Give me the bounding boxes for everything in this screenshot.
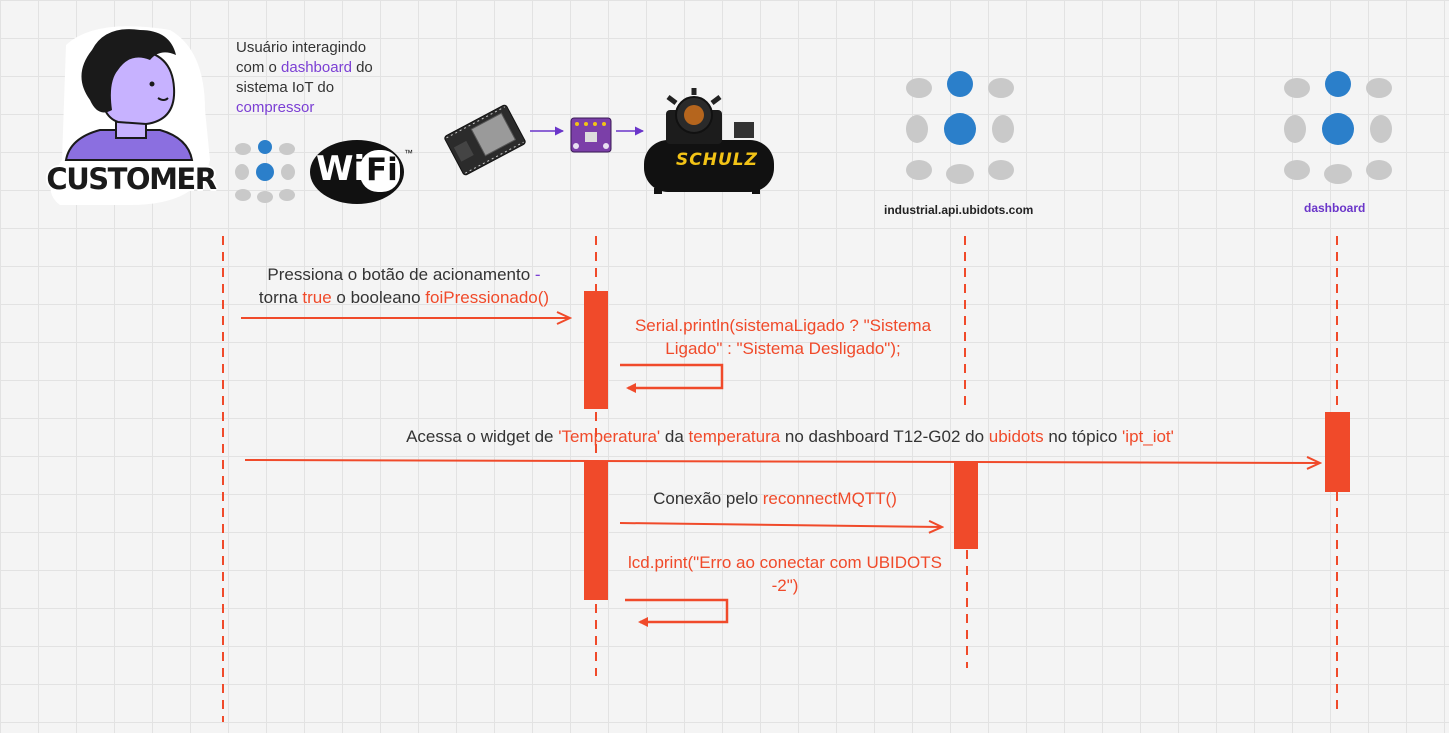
message-4-label: Conexão pelo reconnectMQTT() — [653, 489, 897, 508]
esp32-board-icon — [444, 104, 526, 176]
customer-caption: Usuário interagindo com o dashboard do s… — [236, 38, 373, 118]
arrow-self-message-2 — [620, 363, 724, 393]
message-2-label: Serial.println(sistemaLigado ? "Sistema … — [634, 316, 932, 358]
caption-line-3: sistema IoT do — [236, 79, 335, 96]
activation-device-2 — [584, 461, 608, 600]
customer-label: CUSTOMER — [46, 162, 217, 196]
caption-line-1: Usuário interagindo — [236, 39, 367, 56]
caption-line-2: com o dashboard do — [236, 59, 373, 76]
arrow-self-message-5 — [625, 598, 729, 627]
arrow-message-3 — [244, 460, 1320, 463]
dashboard-label: dashboard — [1304, 201, 1366, 215]
ubidots-server-label: industrial.api.ubidots.com — [884, 203, 1034, 217]
wifi-trademark: ™ — [404, 148, 413, 158]
message-1-label: Pressiona o botão de acionamento - torna… — [258, 265, 550, 307]
caption-dashboard-word: dashboard — [281, 59, 352, 76]
wifi-logo-icon — [310, 140, 404, 204]
activation-device-1 — [584, 291, 608, 409]
caption-line-4: compressor — [236, 99, 315, 116]
compressor-brand-text: SCHULZ — [676, 150, 758, 170]
arrow-message-4 — [619, 523, 942, 527]
ubidots-server-logo-icon — [906, 71, 1014, 184]
message-5-label: lcd.print("Erro ao conectar com UBIDOTS … — [627, 553, 943, 595]
ubidots-small-logo-icon — [235, 140, 295, 203]
ubidots-dashboard-logo-icon — [1284, 71, 1392, 184]
air-compressor-icon — [644, 88, 774, 194]
activation-ubidots-server — [954, 461, 978, 549]
wifi-wi-text: Wi — [316, 149, 366, 189]
wifi-fi-text: Fi — [366, 152, 398, 188]
sensor-board-icon — [570, 117, 612, 153]
activation-dashboard — [1325, 412, 1350, 492]
customer-avatar-icon — [50, 26, 210, 205]
message-3-label: Acessa o widget de 'Temperatura' da temp… — [406, 427, 1174, 446]
